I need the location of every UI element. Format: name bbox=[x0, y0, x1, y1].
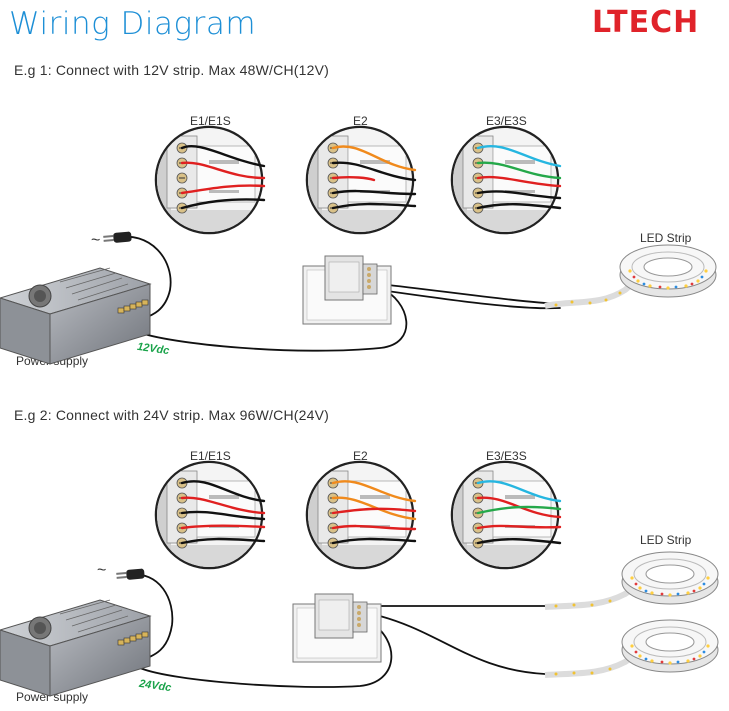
ex2-strip-top bbox=[544, 551, 719, 610]
example2-caption: E.g 2: Connect with 24V strip. Max 96W/C… bbox=[14, 407, 329, 423]
ex1-strip bbox=[544, 244, 717, 309]
ex2-label-e2: E2 bbox=[353, 449, 368, 463]
ex1-zoom-e3 bbox=[445, 120, 565, 250]
ex2-label-e3: E3/E3S bbox=[486, 449, 527, 463]
ex1-ac-symbol: ~ bbox=[91, 232, 101, 249]
ex2-ac-symbol: ~ bbox=[97, 562, 107, 579]
ltech-logo: LTECH bbox=[592, 5, 699, 40]
page-title: Wiring Diagram bbox=[9, 6, 257, 42]
ex1-zoom-e2 bbox=[300, 120, 420, 250]
ex2-label-e1: E1/E1S bbox=[190, 449, 231, 463]
ex1-label-e2: E2 bbox=[353, 114, 368, 128]
ex1-label-e3: E3/E3S bbox=[486, 114, 527, 128]
ex2-zoom-e1 bbox=[149, 455, 269, 585]
ex2-strip-bottom bbox=[544, 619, 719, 678]
ex2-led-label: LED Strip bbox=[640, 533, 692, 547]
example1-caption: E.g 1: Connect with 12V strip. Max 48W/C… bbox=[14, 62, 329, 78]
ex2-zoom-e2 bbox=[300, 455, 420, 585]
svg-text:LTECH: LTECH bbox=[592, 5, 699, 40]
ex2-psu-label: Power supply bbox=[16, 690, 89, 704]
ex1-label-e1: E1/E1S bbox=[190, 114, 231, 128]
ex1-led-label: LED Strip bbox=[640, 231, 692, 245]
ex1-zoom-e1 bbox=[149, 120, 269, 250]
ex2-zoom-e3 bbox=[445, 455, 565, 585]
